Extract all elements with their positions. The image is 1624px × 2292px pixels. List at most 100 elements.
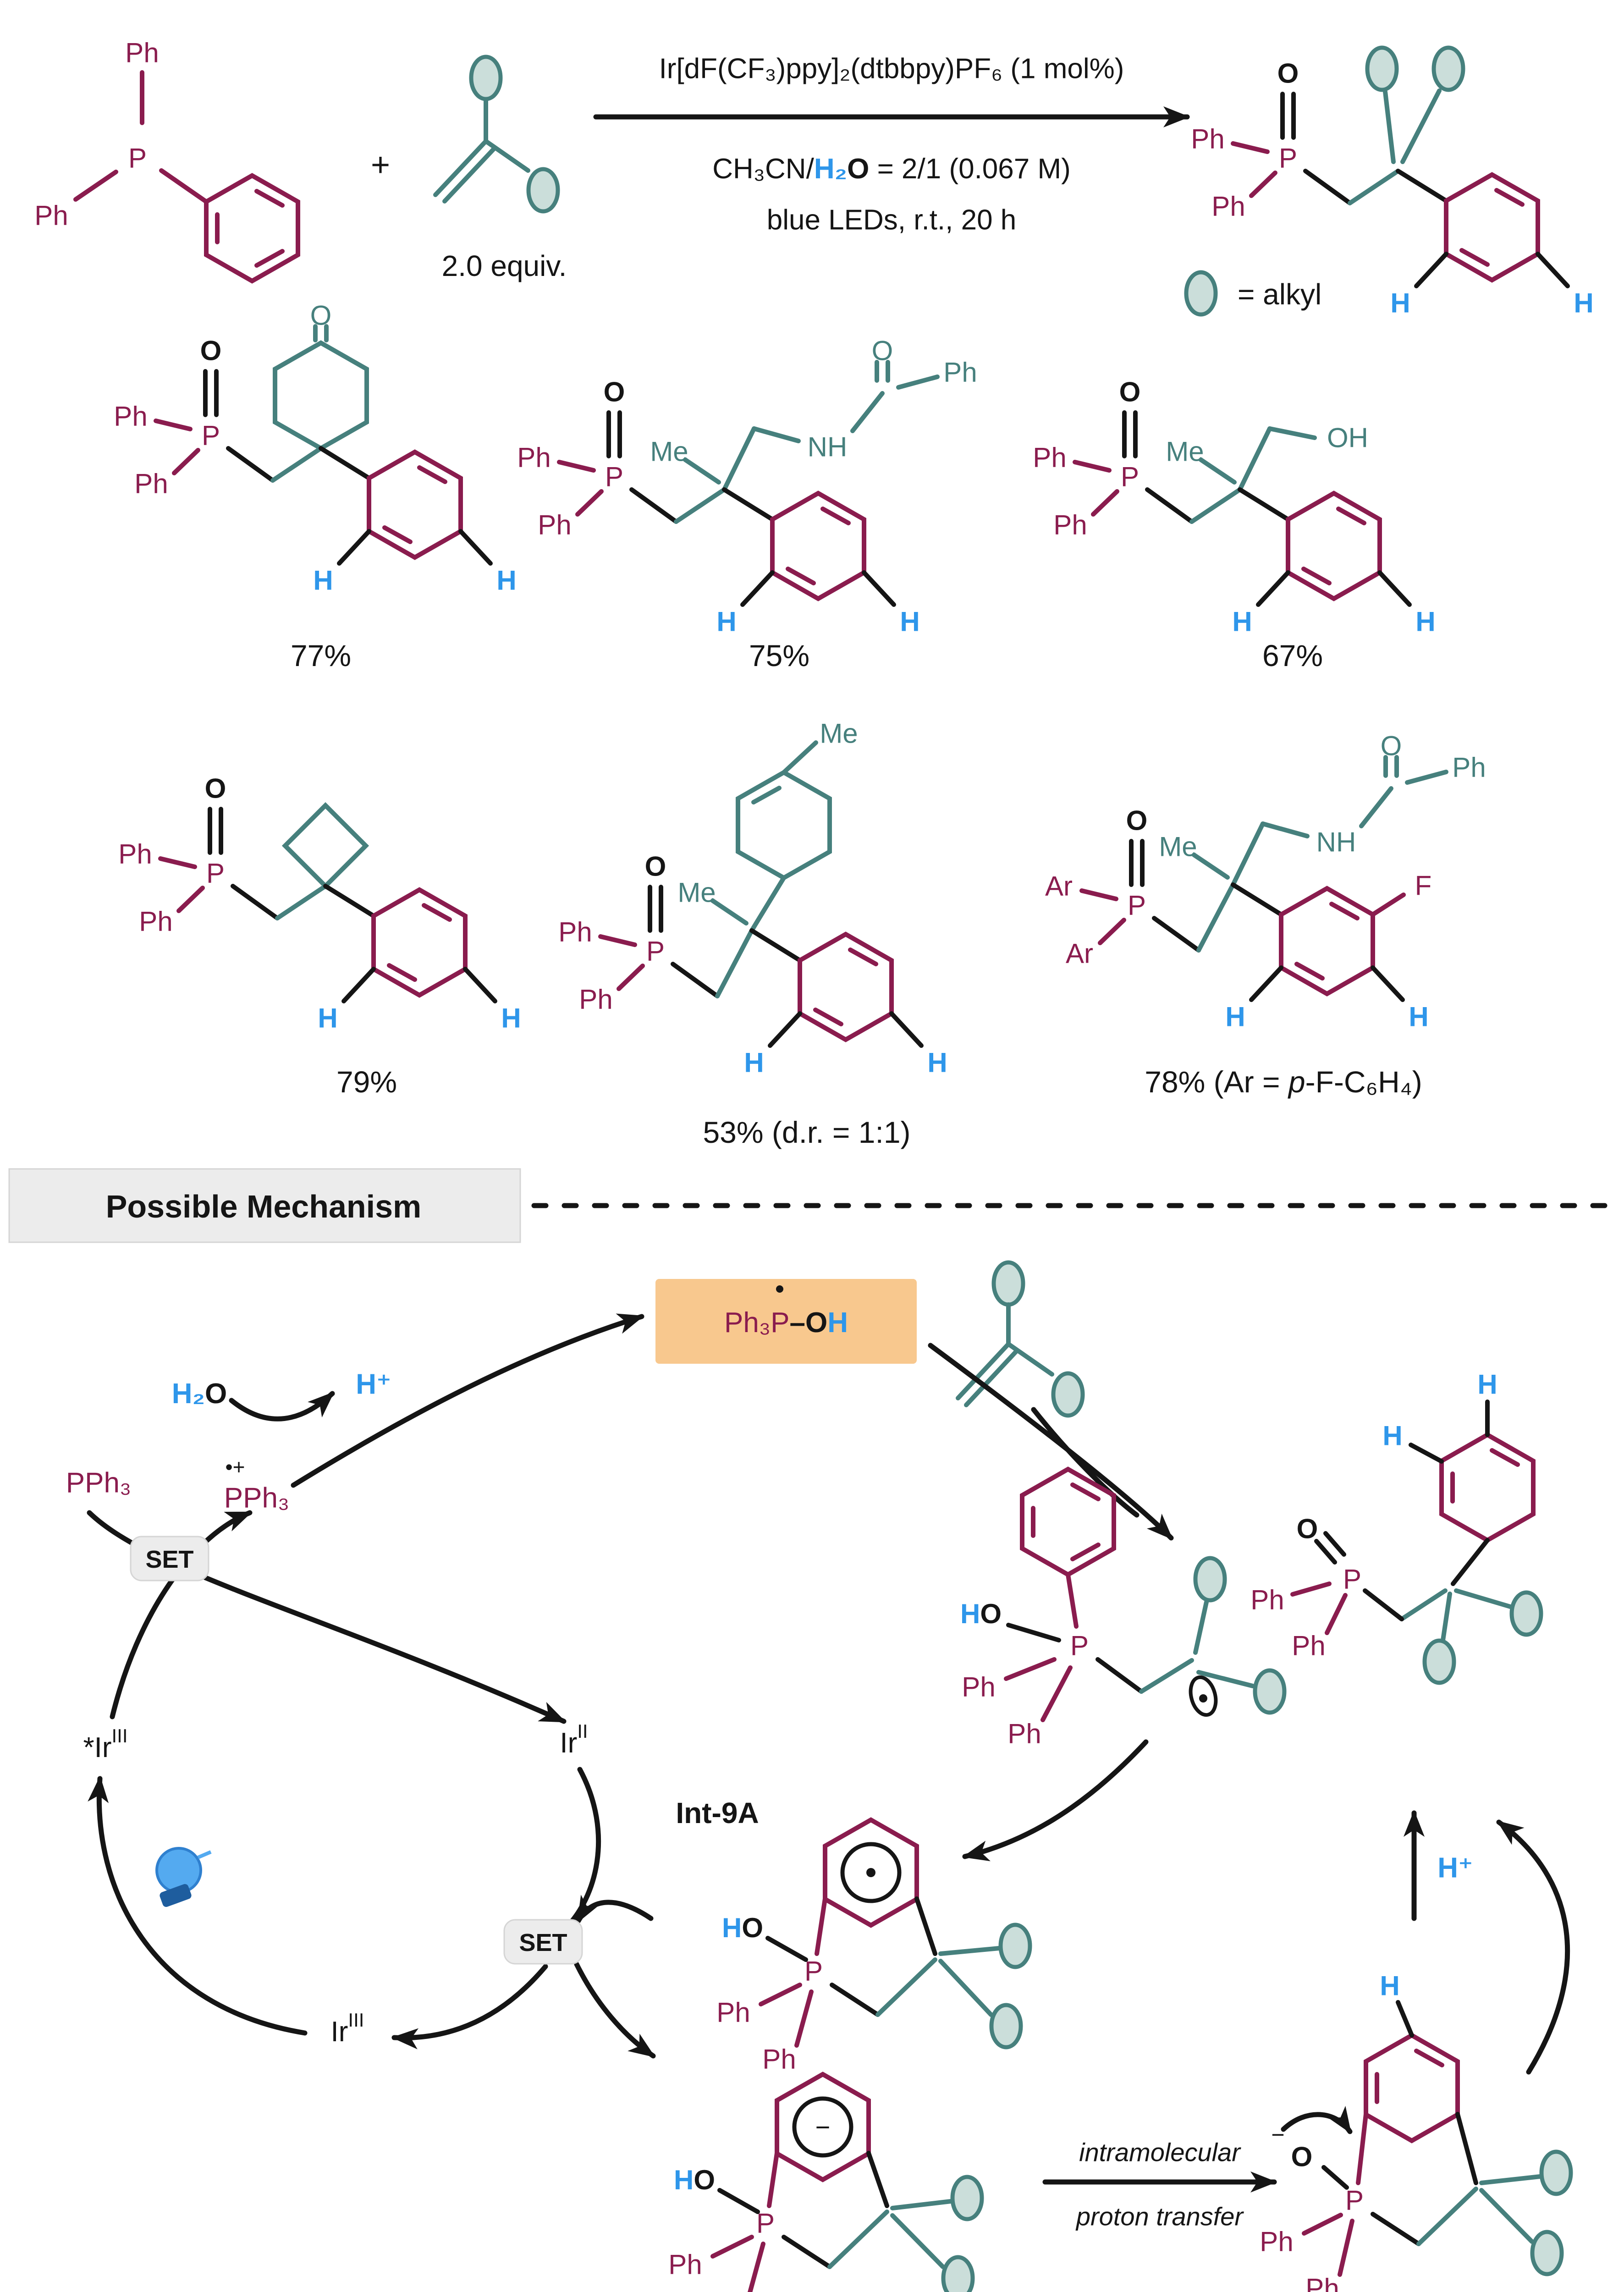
mechanism-alkene [956, 1260, 1085, 1418]
mechanism-header: Possible Mechanism [8, 1168, 1621, 1243]
atom-label-h: H [318, 1003, 337, 1034]
mechanism-final-product: H H P O Ph Ph [1250, 1369, 1543, 1685]
atom-label-h: H [1225, 1002, 1245, 1032]
scope-product-4: O P Ph Ph H H 79% [118, 773, 521, 1099]
atom-label-p: P [1279, 143, 1297, 174]
atom-label-p: P [1121, 462, 1139, 492]
atom-label-oh: OH [1327, 423, 1368, 453]
atom-label-h: H [716, 606, 736, 637]
atom-label-ph: Ph [962, 1672, 995, 1702]
conditions-line3: blue LEDs, r.t., 20 h [767, 204, 1017, 236]
atom-label-ph: Ph [1452, 752, 1486, 783]
int-9a-label: Int-9A [676, 1796, 759, 1829]
int-9a-structure: Int-9A P HO Ph Ph [676, 1796, 1032, 2075]
atom-label-h: H [900, 606, 919, 637]
atom-label-p: P [646, 936, 665, 967]
atom-label-me: Me [1159, 832, 1197, 862]
plus-sign: + [371, 147, 390, 183]
atom-label-ph: Ph [1305, 2273, 1339, 2292]
atom-label-me: Me [1166, 436, 1204, 467]
atom-label-h: H [1409, 1002, 1428, 1032]
yield-label: 75% [749, 639, 809, 672]
atom-label-h: H [1232, 606, 1252, 637]
reactant-alkene: 2.0 equiv. [433, 55, 567, 282]
atom-label-p: P [206, 858, 225, 889]
hydroxyl-label: HO [674, 2165, 715, 2195]
scope-product-6: O P Ar Ar Me NH O Ph F H H 78% (Ar = p-F… [1045, 731, 1486, 1099]
reaction-arrow-and-conditions: Ir[dF(CF₃)ppy]₂(dtbbpy)PF₆ (1 mol%) CH₃C… [593, 53, 1190, 236]
hydroxyl-label: HO [960, 1598, 1002, 1629]
oxyanion-minus: − [1271, 2122, 1284, 2148]
atom-label-nh: NH [808, 432, 848, 463]
atom-label-p: P [1345, 2185, 1364, 2216]
atom-label-h: H [501, 1003, 521, 1034]
set-box-2: SET [503, 1919, 583, 1965]
atom-label-ph: Ph [1250, 1585, 1284, 1615]
atom-label-me: Me [677, 877, 716, 908]
atom-label-h: H [1415, 606, 1435, 637]
atom-label-me: Me [820, 718, 858, 749]
atom-label-p: P [1128, 890, 1146, 921]
int-9b-structure: − P HO Ph Ph Int-9B [668, 2074, 984, 2292]
ph3p-oh-label: Ph₃P–OH [724, 1307, 848, 1339]
atom-label-me: Me [650, 436, 688, 467]
pph3-radical-cation: PPh₃ [224, 1482, 289, 1514]
conditions-line2: CH₃CN/H₂O = 2/1 (0.067 M) [712, 153, 1071, 185]
reactant-triphenylphosphine: Ph P Ph [34, 38, 298, 281]
proton-label: H⁺ [356, 1369, 391, 1400]
atom-label-o: O [645, 851, 666, 882]
atom-label-o: O [1119, 377, 1141, 408]
atom-label-p: P [202, 420, 220, 451]
atom-label-ph: Ph [1007, 1719, 1041, 1749]
atom-label-ar: Ar [1066, 938, 1093, 969]
atom-label-h: H [927, 1047, 947, 1078]
atom-label-h: H [744, 1047, 764, 1078]
mechanism-header-title: Possible Mechanism [106, 1189, 422, 1224]
atom-label-ph: Ph [1033, 442, 1066, 473]
yield-label: 78% (Ar = p-F-C₆H₄) [1145, 1065, 1422, 1099]
atom-label-h: H [313, 565, 333, 596]
atom-label-o: O [1277, 58, 1299, 89]
oxyanion-spiro-structure: H P − O Ph Ph [1260, 1971, 1573, 2292]
radical-cation-label: •+ [226, 1455, 245, 1479]
scope-product-5: O P Ph Ph Me Me H H 53% (d.r. = 1:1) [558, 718, 947, 1150]
proton-label: H⁺ [1437, 1852, 1473, 1884]
atom-label-o: O [1297, 1514, 1318, 1544]
atom-label-ph: Ph [114, 401, 147, 432]
scope-product-3: O P Ph Ph Me OH H H 67% [1033, 377, 1435, 673]
atom-label-ph: Ph [943, 357, 977, 388]
atom-label-ph: Ph [1053, 510, 1087, 540]
atom-label-ph: Ph [538, 510, 571, 540]
phosphine-radical-oh-highlight: Ph₃P–OH [655, 1279, 917, 1364]
atom-label-ph: Ph [668, 2249, 702, 2280]
mechanism-arrows [87, 1313, 1570, 2193]
carbanion-minus: − [815, 2113, 831, 2142]
pt-annotation-line2: proton transfer [1075, 2202, 1244, 2231]
atom-label-ph: Ph [1191, 124, 1224, 154]
scope-product-2: O P Ph Ph Me NH O Ph H H 75% [517, 336, 977, 673]
light-bulb-icon [155, 1847, 212, 1907]
set-label: SET [519, 1929, 567, 1956]
atom-label-o: O [604, 377, 625, 408]
equiv-label: 2.0 equiv. [442, 249, 567, 282]
yield-label: 79% [336, 1065, 397, 1099]
atom-label-ar: Ar [1045, 871, 1073, 902]
atom-label-p: P [128, 143, 147, 174]
atom-label-ph: Ph [1211, 191, 1245, 222]
pph3-label: PPh₃ [66, 1467, 131, 1499]
yield-label: 77% [291, 639, 351, 672]
atom-label-ph: Ph [716, 1997, 750, 2028]
product-generic: O P Ph Ph H H [1191, 45, 1594, 319]
scope-product-1: O P Ph Ph O H H 77% [114, 300, 516, 673]
atom-label-nh: NH [1316, 827, 1356, 858]
atom-label-ph: Ph [34, 200, 68, 231]
atom-label-h: H [1390, 288, 1410, 319]
atom-label-ph: Ph [517, 442, 551, 473]
atom-label-ph: Ph [762, 2044, 796, 2075]
ir3-label: IrIII [331, 2009, 364, 2048]
water-label: H₂O [172, 1378, 227, 1410]
atom-label-ph: Ph [1292, 1631, 1325, 1661]
excited-ir3-label: *IrIII [83, 1725, 127, 1763]
